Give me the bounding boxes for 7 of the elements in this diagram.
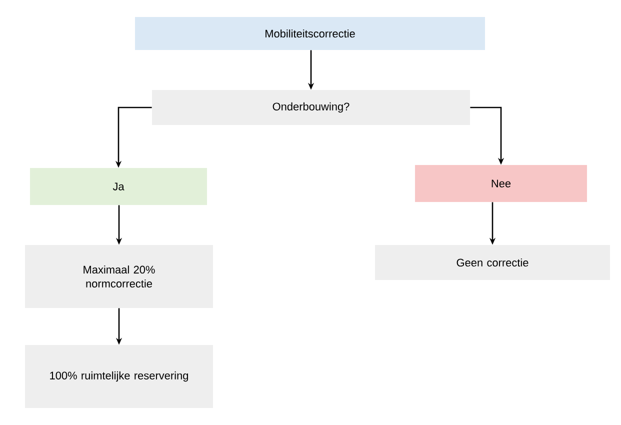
outcome-box: Maximaal 20% normcorrectie	[25, 245, 213, 308]
outcome-box: Geen correctie	[375, 245, 610, 280]
answer-box: Ja	[30, 168, 207, 205]
title-box: Mobiliteitscorrectie	[135, 17, 485, 50]
question-box: Onderbouwing?	[152, 90, 470, 125]
answer-box: Nee	[415, 165, 587, 202]
outcome-box: 100% ruimtelijke reservering	[25, 345, 213, 408]
